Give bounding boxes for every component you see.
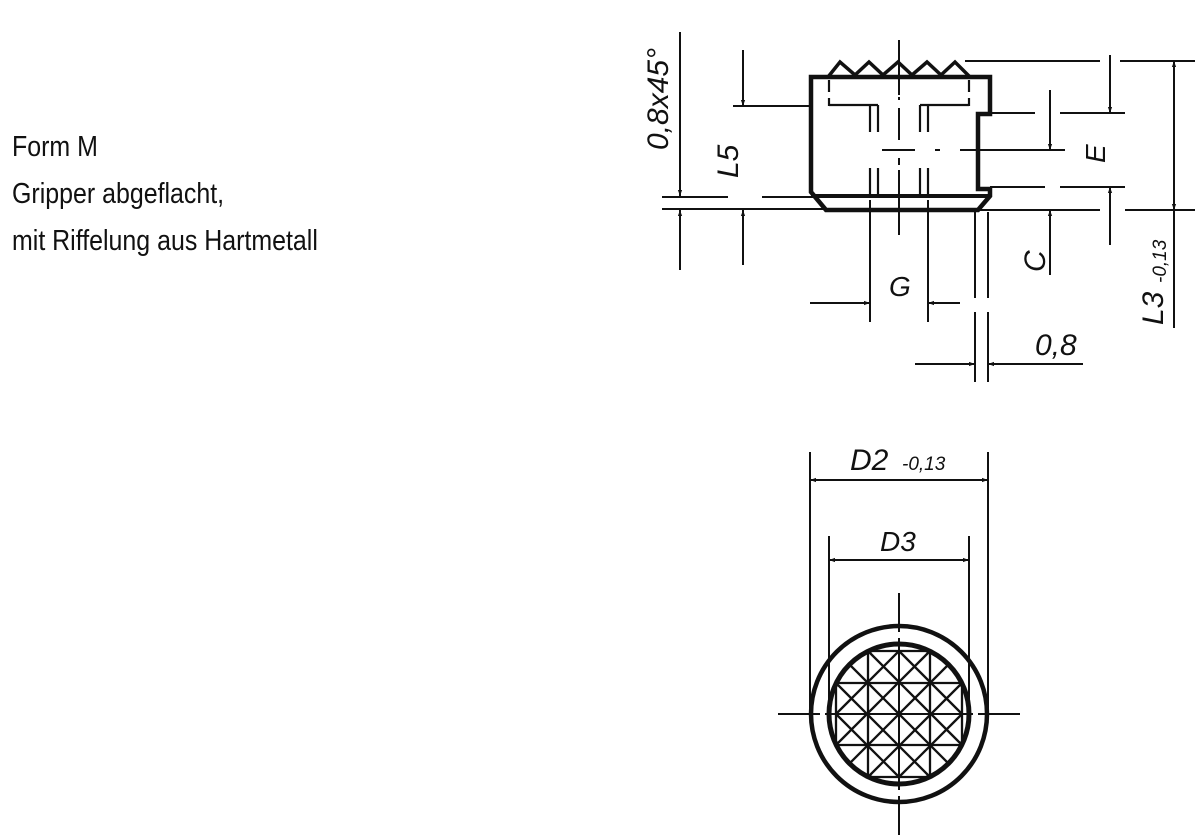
dim-label-L5: L5 [712, 144, 745, 178]
dim-label-D3: D3 [880, 526, 916, 557]
form-label: Form M [12, 131, 98, 163]
dim-label-G: G [889, 271, 911, 302]
dim-label-C: C [1019, 250, 1052, 272]
top-dimension-lines [810, 477, 988, 563]
gripper-body-outline [808, 74, 993, 213]
part-description: Form M Gripper abgeflacht, mit Riffelung… [12, 124, 318, 265]
dim-label-chamfer: 0,8x45° [642, 48, 675, 150]
top-view [778, 452, 1020, 835]
dim-label-gap: 0,8 [1035, 329, 1077, 362]
top-centerlines [778, 593, 1020, 835]
hidden-bore-lines [827, 80, 971, 196]
dim-label-D2: D2 [850, 444, 889, 477]
centerlines [882, 40, 1065, 235]
dim-label-L3-tolerance: -0,13 [1150, 239, 1171, 283]
feature-label: mit Riffelung aus Hartmetall [12, 225, 318, 257]
dim-label-D2-tolerance: -0,13 [902, 454, 946, 475]
dim-label-L3: L3 [1137, 291, 1170, 325]
top-extension-lines [809, 452, 989, 715]
dim-label-E: E [1080, 144, 1111, 163]
dimension-lines [677, 32, 1177, 367]
type-label: Gripper abgeflacht, [12, 178, 225, 210]
side-view [662, 32, 1195, 382]
